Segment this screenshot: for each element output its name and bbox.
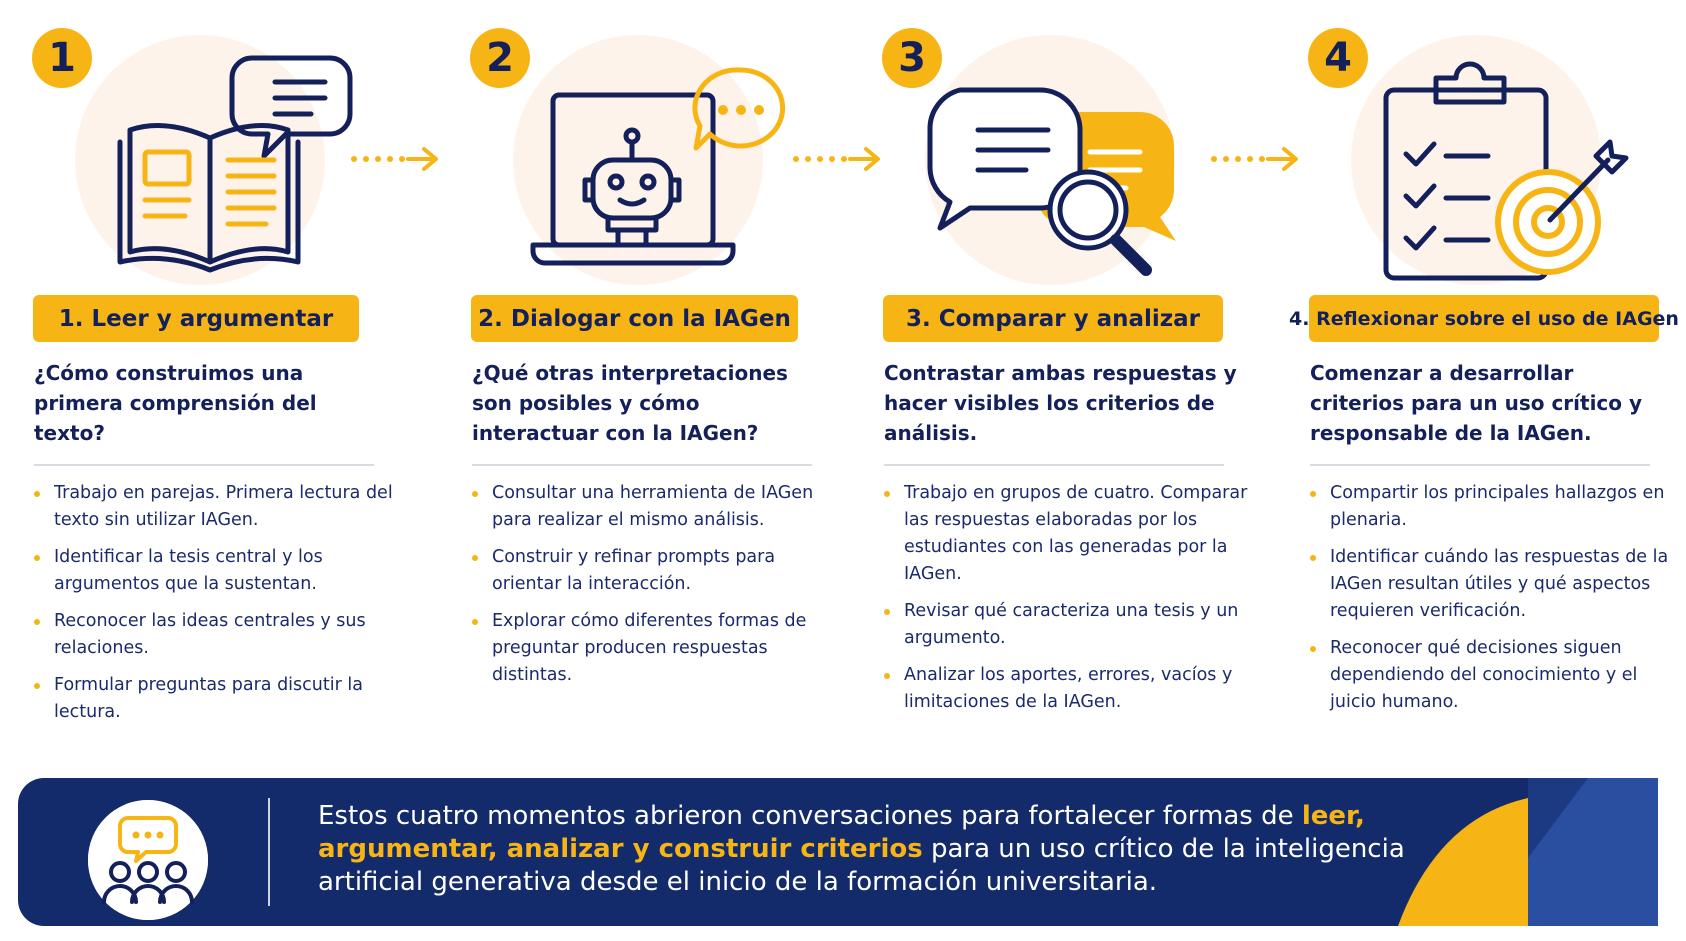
step-question: ¿Cómo construimos una primera comprensió…	[34, 361, 317, 445]
list-item: Compartir los principales hallazgos en p…	[1306, 480, 1686, 534]
list-item: Reconocer las ideas centrales y sus rela…	[30, 608, 410, 662]
open-book-icon	[117, 55, 353, 273]
step-title: 3. Comparar y analizar	[883, 295, 1223, 342]
divider	[884, 464, 1224, 466]
bullet-list: Trabajo en grupos de cuatro. Comparar la…	[880, 480, 1260, 716]
step-question: ¿Qué otras interpretaciones son posibles…	[472, 361, 788, 445]
step-title: 4. Reflexionar sobre el uso de IAGen	[1289, 295, 1679, 342]
banner-text-end: para un uso crítico de la inteligencia a…	[318, 834, 1405, 897]
step-title: 1. Leer y argumentar	[33, 295, 359, 342]
step-3: 3 3. Comparar y analizar Contrastar amba…	[880, 0, 1260, 740]
step-title: 2. Dialogar con la IAGen	[471, 295, 798, 342]
step-number: 4	[1308, 28, 1368, 88]
list-item: Construir y refinar prompts para orienta…	[468, 544, 848, 598]
dotted-arrow-icon	[1211, 147, 1298, 171]
step-1: 1 1. Leer y argumentar ¿Cómo construimos…	[30, 0, 410, 740]
step-question: Contrastar ambas respuestas y hacer visi…	[884, 361, 1237, 445]
banner-text-start: Estos cuatro momentos abrieron conversac…	[318, 801, 1302, 831]
list-item: Trabajo en parejas. Primera lectura del …	[30, 480, 410, 534]
list-item: Identificar cuándo las respuestas de la …	[1306, 544, 1686, 625]
step-number: 2	[470, 28, 530, 88]
list-item: Analizar los aportes, errores, vacíos y …	[880, 662, 1260, 716]
icon-halo	[75, 35, 325, 285]
step-2: 2 2. Dialogar con la IAGen ¿Qué otras in…	[468, 0, 848, 740]
chat-bubbles-magnifier-icon	[927, 87, 1176, 276]
banner-divider	[268, 798, 270, 906]
list-item: Reconocer qué decisiones siguen dependie…	[1306, 635, 1686, 716]
divider	[1310, 464, 1650, 466]
clipboard-target-icon	[1383, 61, 1629, 281]
list-item: Revisar qué caracteriza una tesis y un a…	[880, 598, 1260, 652]
group-chat-icon	[88, 800, 208, 920]
bullet-list: Consultar una herramienta de IAGen para …	[468, 480, 848, 689]
banner-text: Estos cuatro momentos abrieron conversac…	[318, 800, 1418, 899]
bullet-list: Compartir los principales hallazgos en p…	[1306, 480, 1686, 716]
dotted-arrow-icon	[793, 147, 880, 171]
step-question: Comenzar a desarrollar criterios para un…	[1310, 361, 1643, 445]
dotted-arrow-icon	[351, 147, 438, 171]
bullet-list: Trabajo en parejas. Primera lectura del …	[30, 480, 410, 726]
banner-highlight: leer, argumentar, analizar y construir c…	[318, 801, 1365, 864]
step-4: 4 4. Reflexionar sobre el uso de IAGen C…	[1289, 0, 1686, 740]
laptop-robot-icon	[530, 67, 786, 266]
list-item: Explorar cómo diferentes formas de pregu…	[468, 608, 848, 689]
list-item: Formular preguntas para discutir la lect…	[30, 672, 410, 726]
list-item: Identificar la tesis central y los argum…	[30, 544, 410, 598]
step-number: 3	[882, 28, 942, 88]
list-item: Trabajo en grupos de cuatro. Comparar la…	[880, 480, 1260, 588]
summary-banner: Estos cuatro momentos abrieron conversac…	[18, 778, 1658, 926]
step-number: 1	[32, 28, 92, 88]
list-item: Consultar una herramienta de IAGen para …	[468, 480, 848, 534]
decorative-shape	[1398, 778, 1658, 926]
divider	[34, 464, 374, 466]
divider	[472, 464, 812, 466]
